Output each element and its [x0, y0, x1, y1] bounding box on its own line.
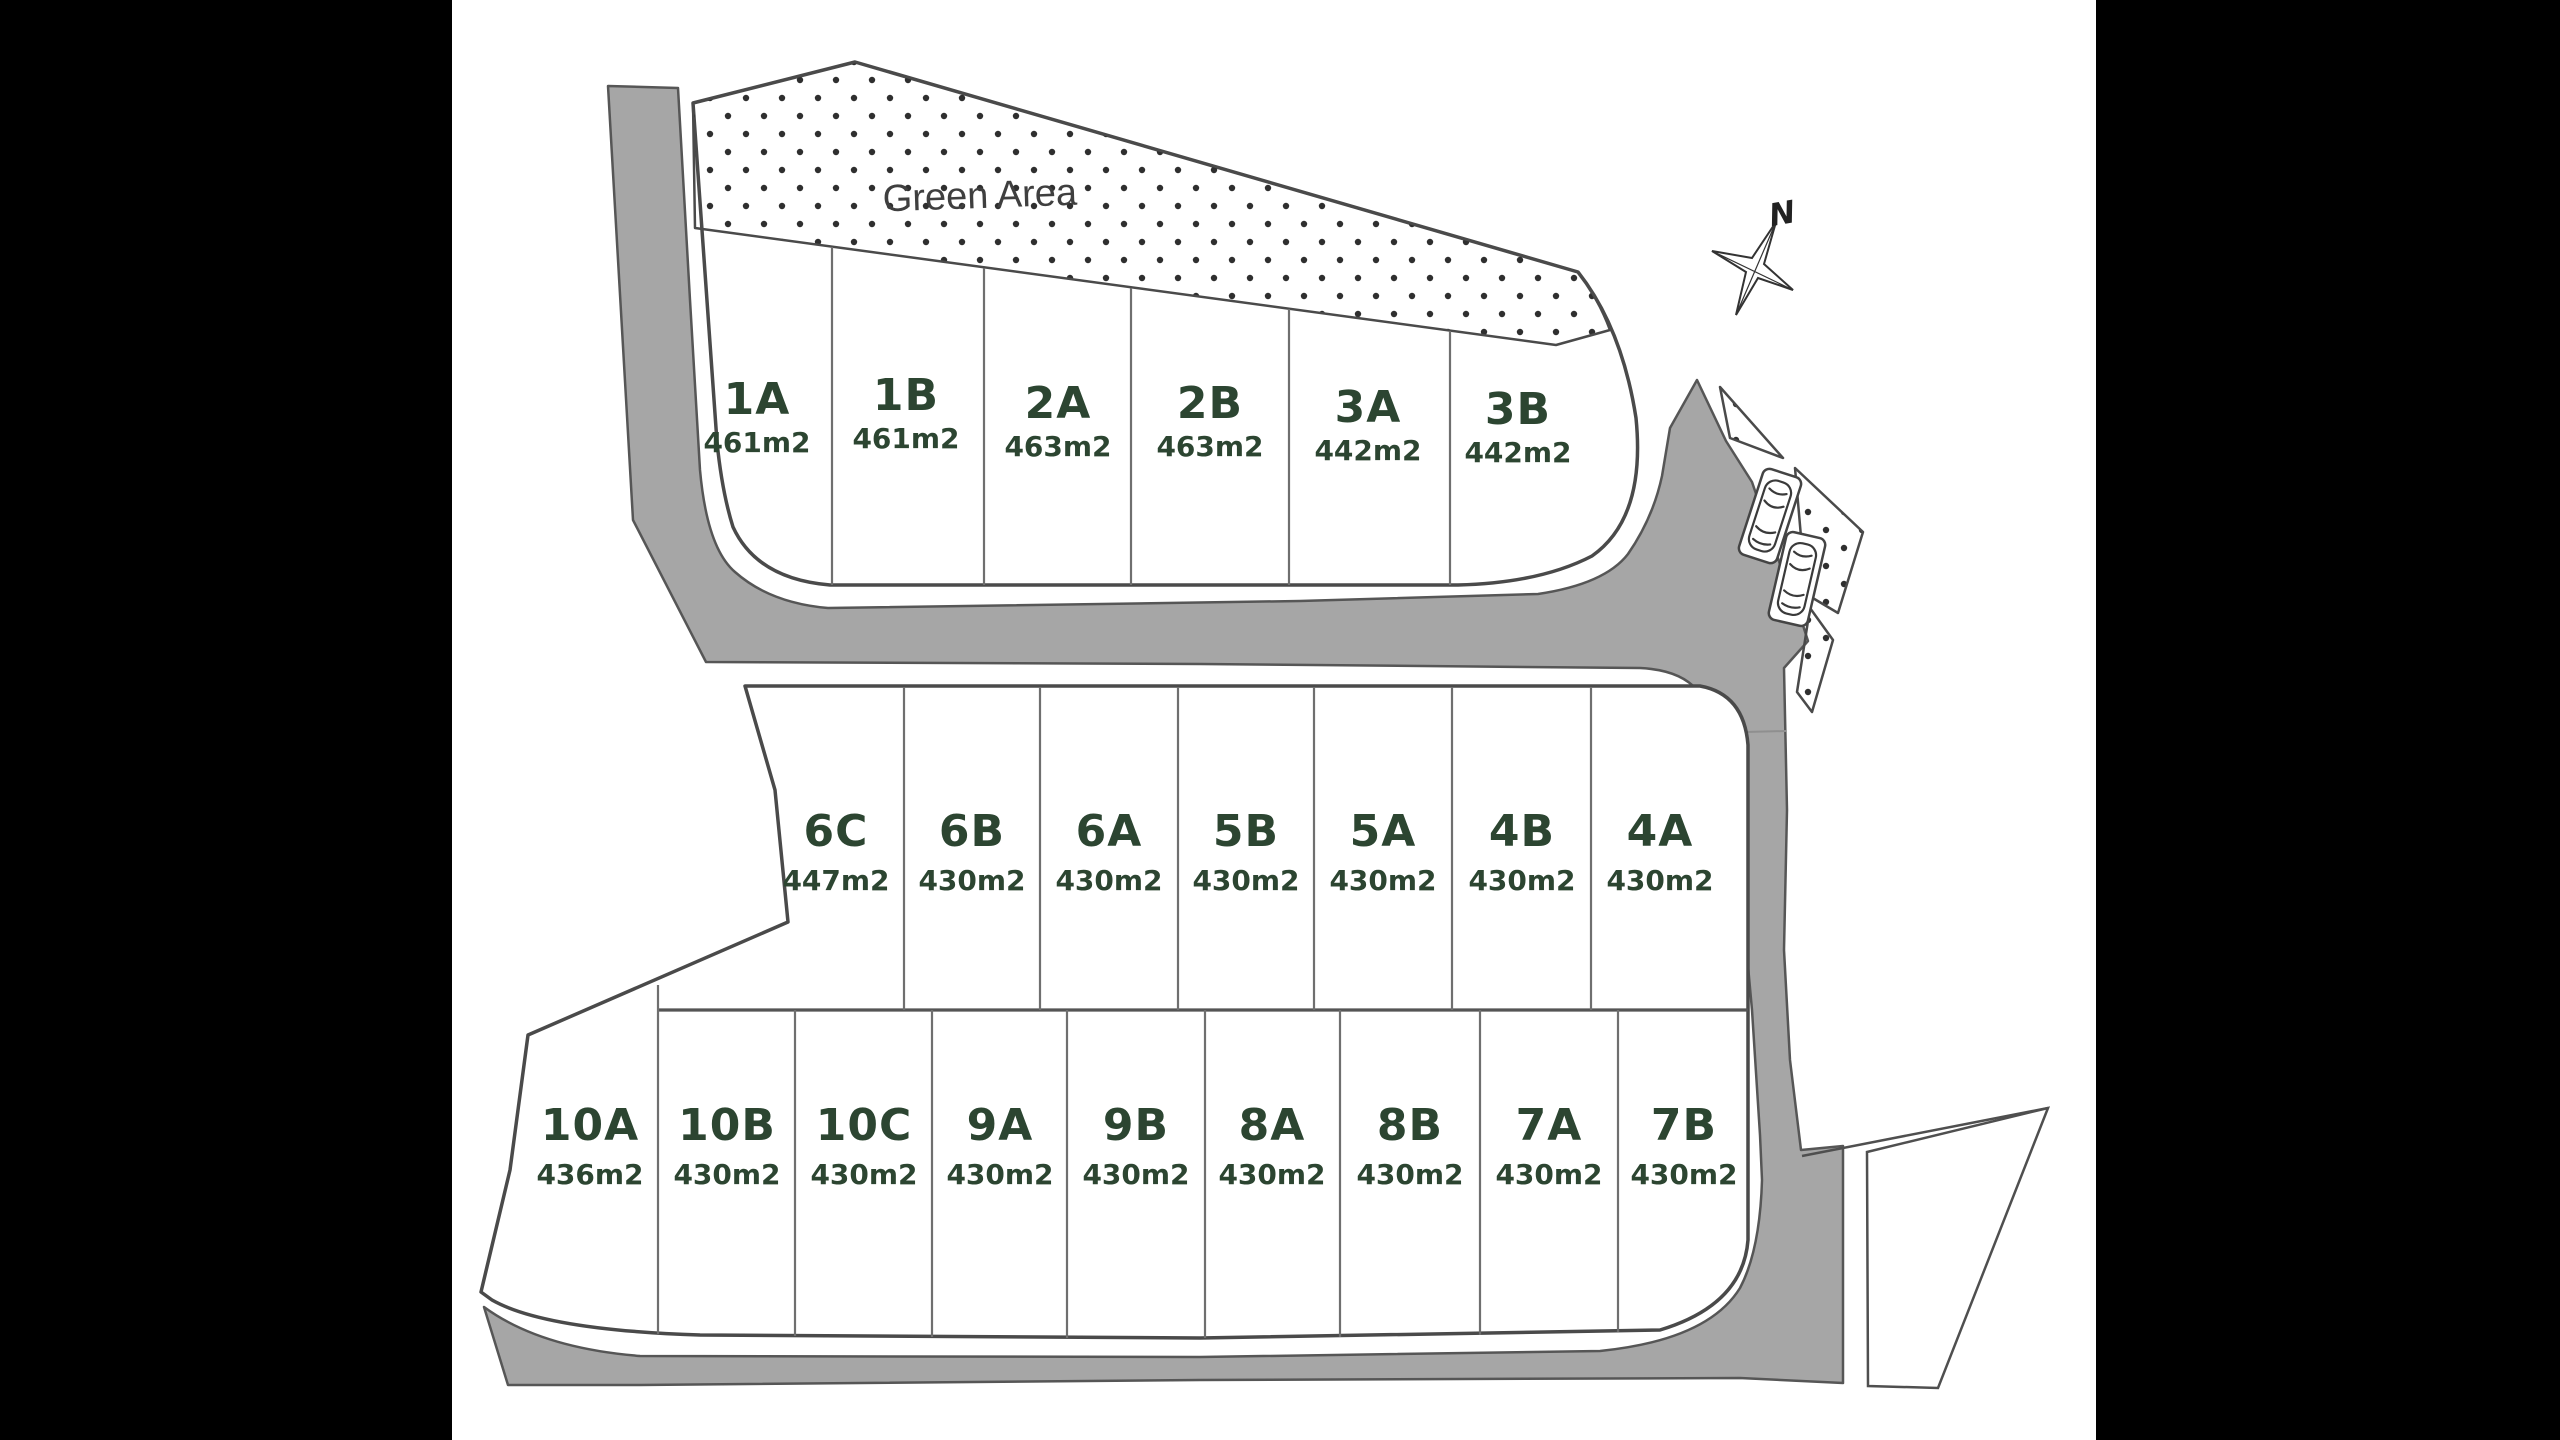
- lot-label-6B: 6B 430m2: [918, 806, 1025, 897]
- lot-label-8B: 8B 430m2: [1356, 1100, 1463, 1191]
- lot-id: 8B: [1377, 1100, 1443, 1151]
- lot-id: 10A: [541, 1100, 639, 1151]
- lot-area: 461m2: [703, 426, 810, 459]
- lot-id: 4A: [1627, 806, 1694, 857]
- lot-area: 436m2: [536, 1158, 643, 1191]
- lot-label-8A: 8A 430m2: [1218, 1100, 1325, 1191]
- lot-area: 430m2: [1606, 864, 1713, 897]
- lot-area: 463m2: [1004, 430, 1111, 463]
- lot-label-1B: 1B 461m2: [852, 370, 959, 455]
- lot-label-5B: 5B 430m2: [1192, 806, 1299, 897]
- lot-area: 463m2: [1156, 430, 1263, 463]
- lot-area: 430m2: [1468, 864, 1575, 897]
- lot-id: 4B: [1489, 806, 1555, 857]
- green-buffer-3: [1795, 606, 1835, 714]
- lot-area: 442m2: [1464, 436, 1571, 469]
- top-block-lot-dividers: [830, 247, 1452, 585]
- lot-label-10C: 10C 430m2: [810, 1100, 917, 1191]
- lot-label-7A: 7A 430m2: [1495, 1100, 1602, 1191]
- lot-area: 430m2: [946, 1158, 1053, 1191]
- lot-id: 3A: [1335, 382, 1402, 433]
- north-label: N: [1766, 194, 1798, 234]
- lot-area: 430m2: [1192, 864, 1299, 897]
- lot-label-2B: 2B 463m2: [1156, 378, 1263, 463]
- lot-area: 447m2: [782, 864, 889, 897]
- lot-area: 430m2: [1356, 1158, 1463, 1191]
- compass-rose-icon: [1711, 221, 1794, 316]
- lot-label-5A: 5A 430m2: [1329, 806, 1436, 897]
- lot-label-10B: 10B 430m2: [673, 1100, 780, 1191]
- lot-label-4A: 4A 430m2: [1606, 806, 1713, 897]
- lot-area: 430m2: [673, 1158, 780, 1191]
- lot-area: 430m2: [1329, 864, 1436, 897]
- parcel-east-boundary-line: [1801, 1106, 2049, 1158]
- lot-area: 430m2: [1082, 1158, 1189, 1191]
- lot-area: 430m2: [810, 1158, 917, 1191]
- lot-label-3A: 3A 442m2: [1314, 382, 1421, 467]
- lot-id: 9B: [1103, 1100, 1169, 1151]
- letterbox-right: [2096, 0, 2560, 1440]
- lot-label-10A: 10A 436m2: [536, 1100, 643, 1191]
- lot-label-3B: 3B 442m2: [1464, 384, 1571, 469]
- lot-label-4B: 4B 430m2: [1468, 806, 1575, 897]
- lot-id: 8A: [1239, 1100, 1306, 1151]
- middle-row-lot-dividers: [902, 687, 1593, 1010]
- green-area-label: Green Area: [882, 172, 1079, 221]
- lot-id: 2B: [1177, 378, 1243, 429]
- lot-label-9B: 9B 430m2: [1082, 1100, 1189, 1191]
- lot-id: 1A: [724, 374, 791, 425]
- lot-id: 3B: [1485, 384, 1551, 435]
- lot-id: 1B: [873, 370, 939, 421]
- lot-label-6C: 6C 447m2: [782, 806, 889, 897]
- lot-id: 6B: [939, 806, 1005, 857]
- lot-id: 6A: [1076, 806, 1143, 857]
- lot-label-9A: 9A 430m2: [946, 1100, 1053, 1191]
- lot-label-7B: 7B 430m2: [1630, 1100, 1737, 1191]
- lot-area: 430m2: [1630, 1158, 1737, 1191]
- lot-id: 9A: [967, 1100, 1034, 1151]
- lot-area: 430m2: [1495, 1158, 1602, 1191]
- lot-id: 5B: [1213, 806, 1279, 857]
- lot-id: 5A: [1350, 806, 1417, 857]
- lot-area: 430m2: [918, 864, 1025, 897]
- lot-area: 442m2: [1314, 434, 1421, 467]
- main-block: [479, 684, 1750, 1340]
- lot-label-6A: 6A 430m2: [1055, 806, 1162, 897]
- parcel-east: [1865, 1106, 2051, 1390]
- lot-label-1A: 1A 461m2: [703, 374, 810, 459]
- lot-id: 7A: [1516, 1100, 1583, 1151]
- lot-id: 7B: [1651, 1100, 1717, 1151]
- lot-area: 430m2: [1055, 864, 1162, 897]
- letterbox-left: [0, 0, 452, 1440]
- bottom-row-lot-dividers: [656, 985, 1620, 1338]
- green-buffer-1: [1718, 385, 1785, 460]
- lot-area: 430m2: [1218, 1158, 1325, 1191]
- lot-id: 2A: [1025, 378, 1092, 429]
- lot-id: 6C: [804, 806, 869, 857]
- lot-id: 10B: [678, 1100, 776, 1151]
- lot-id: 10C: [816, 1100, 913, 1151]
- lot-label-2A: 2A 463m2: [1004, 378, 1111, 463]
- lot-area: 461m2: [852, 422, 959, 455]
- green-area-hatch: [691, 60, 1612, 347]
